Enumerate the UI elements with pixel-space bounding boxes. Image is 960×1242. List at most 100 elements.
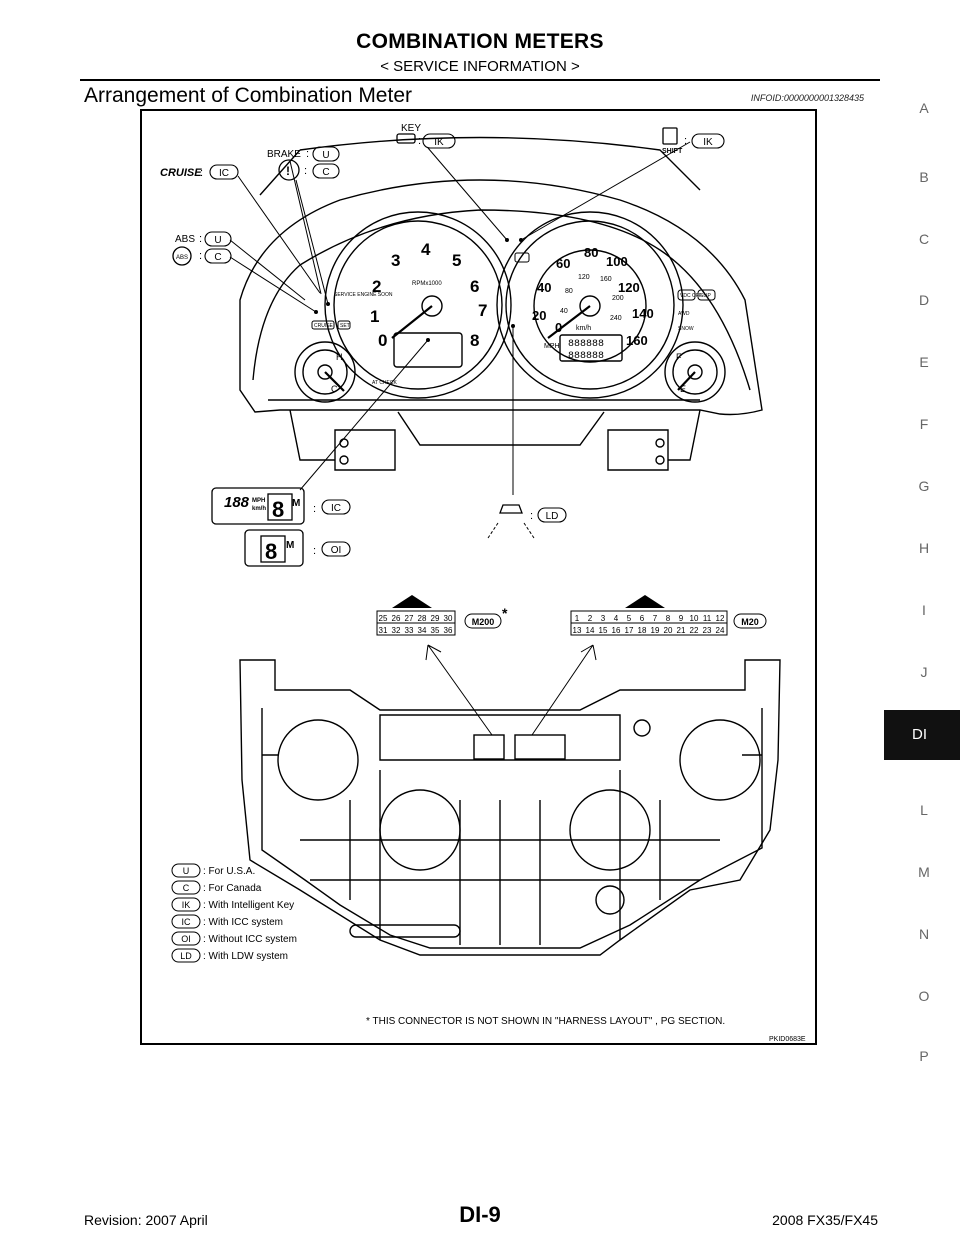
icc-kmh-label: km/h xyxy=(252,506,266,512)
svg-text:!: ! xyxy=(286,164,290,178)
speedo-mark-120: 120 xyxy=(618,280,640,295)
icc-manual-m: M xyxy=(292,498,300,509)
side-index-p[interactable]: P xyxy=(919,1048,929,1064)
m20-pin-23: 23 xyxy=(703,626,712,635)
side-index-n[interactable]: N xyxy=(918,926,930,942)
tacho-mark-5: 5 xyxy=(452,251,461,270)
side-index-d[interactable]: D xyxy=(918,292,930,308)
header-divider xyxy=(80,79,880,81)
side-index-i[interactable]: I xyxy=(922,602,926,618)
section-title: Arrangement of Combination Meter xyxy=(84,84,412,107)
m20-pin-5: 5 xyxy=(627,614,632,623)
speedo-inner-120: 120 xyxy=(578,274,590,281)
abs-callout-colon: : xyxy=(199,233,202,245)
m200-pin-32: 32 xyxy=(392,626,401,635)
cruise-callout-label: CRUISE xyxy=(160,167,202,179)
temp-cold-label: C xyxy=(331,384,338,394)
page-header-subtitle: < SERVICE INFORMATION > xyxy=(380,58,580,75)
side-index-active-tab[interactable]: DI xyxy=(884,710,960,760)
info-id: INFOID:0000000001328435 xyxy=(750,93,864,103)
m20-pin-13: 13 xyxy=(573,626,582,635)
brake-callout-colon: : xyxy=(306,148,309,160)
ldw-colon: : xyxy=(530,510,533,522)
speedo-kmh-label: km/h xyxy=(576,325,591,332)
m20-pin-19: 19 xyxy=(651,626,660,635)
m20-pin-1: 1 xyxy=(575,614,580,623)
revision-date: Revision: 2007 April xyxy=(84,1212,208,1228)
set-tell-tale: SET xyxy=(340,323,350,329)
m20-pin-3: 3 xyxy=(601,614,606,623)
m200-pin-25: 25 xyxy=(379,614,388,623)
vehicle-model: 2008 FX35/FX45 xyxy=(772,1212,878,1228)
legend-text-ldw: : With LDW system xyxy=(203,951,288,962)
brake-badge-c: C xyxy=(322,167,329,178)
tacho-mark-0: 0 xyxy=(378,331,387,350)
legend-text-intelligent-key: : With Intelligent Key xyxy=(203,900,294,911)
legend-code-c: C xyxy=(183,883,190,893)
vdc-off-tell-tale: VDC OFF xyxy=(680,293,702,299)
side-index-g[interactable]: G xyxy=(918,478,930,494)
ldw-badge-ld: LD xyxy=(546,511,559,522)
side-index-o[interactable]: O xyxy=(918,988,930,1004)
m200-pin-27: 27 xyxy=(405,614,414,623)
m200-pin-26: 26 xyxy=(392,614,401,623)
tacho-mark-8: 8 xyxy=(470,331,479,350)
icc-display-badge-ic: IC xyxy=(331,503,341,514)
at-check-tell-tale: AT CHECK xyxy=(372,380,397,386)
m200-pin-30: 30 xyxy=(444,614,453,623)
side-index-m[interactable]: M xyxy=(918,864,930,880)
m20-pin-9: 9 xyxy=(679,614,684,623)
m20-pin-10: 10 xyxy=(690,614,699,623)
tacho-mark-1: 1 xyxy=(370,307,379,326)
shift-badge-ik: IK xyxy=(703,137,713,148)
brake-callout-label: BRAKE xyxy=(267,149,301,160)
side-index-a[interactable]: A xyxy=(919,100,929,116)
tacho-mark-4: 4 xyxy=(421,240,431,259)
key-badge-ik: IK xyxy=(434,137,444,148)
legend-text-icc: : With ICC system xyxy=(203,917,283,928)
temp-hot-label: H xyxy=(336,352,343,362)
m20-pin-22: 22 xyxy=(690,626,699,635)
m20-pin-21: 21 xyxy=(677,626,686,635)
fuel-empty-label: E xyxy=(680,384,686,394)
side-index-l[interactable]: L xyxy=(920,802,928,818)
svg-text:ABS: ABS xyxy=(176,255,188,261)
side-index-j[interactable]: J xyxy=(920,664,928,680)
odometer-display: 888888 xyxy=(568,339,604,350)
m20-pin-17: 17 xyxy=(625,626,634,635)
key-callout-label: KEY xyxy=(401,123,421,134)
side-index-e[interactable]: E xyxy=(919,354,929,370)
non-icc-display-badge-oi: OI xyxy=(331,545,342,556)
side-index-h[interactable]: H xyxy=(918,540,930,556)
m20-pin-8: 8 xyxy=(666,614,671,623)
speedo-mark-100: 100 xyxy=(606,254,628,269)
brake-badge-u: U xyxy=(322,150,329,161)
side-index-c[interactable]: C xyxy=(918,231,930,247)
side-index-f[interactable]: F xyxy=(919,416,929,432)
page-header-title: COMBINATION METERS xyxy=(356,30,604,53)
m20-pin-20: 20 xyxy=(664,626,673,635)
m200-pin-35: 35 xyxy=(431,626,440,635)
speedo-inner-160: 160 xyxy=(600,276,612,283)
speedo-inner-200: 200 xyxy=(612,295,624,302)
non-icc-display-colon: : xyxy=(313,545,316,557)
tacho-mark-6: 6 xyxy=(470,277,479,296)
m20-pin-2: 2 xyxy=(588,614,593,623)
cruise-badge-ic: IC xyxy=(219,168,229,179)
slip-tell-tale: SLIP xyxy=(700,293,712,299)
m20-pin-11: 11 xyxy=(703,614,712,623)
legend-code-u: U xyxy=(183,866,190,876)
m20-pin-7: 7 xyxy=(653,614,658,623)
abs-canada-colon: : xyxy=(199,250,202,262)
tripmeter-display: 888888 xyxy=(568,351,604,362)
m200-pin-33: 33 xyxy=(405,626,414,635)
abs-badge-c: C xyxy=(214,252,221,263)
side-index-b[interactable]: B xyxy=(919,169,929,185)
key-callout-colon: : xyxy=(418,135,421,147)
abs-callout-label: ABS xyxy=(175,234,195,245)
abs-badge-u: U xyxy=(214,235,221,246)
page-number: DI-9 xyxy=(459,1202,501,1227)
icc-gear-digit: 8 xyxy=(272,497,284,522)
cruise-tell-tale: CRUISE xyxy=(314,323,334,329)
m20-pin-12: 12 xyxy=(716,614,725,623)
